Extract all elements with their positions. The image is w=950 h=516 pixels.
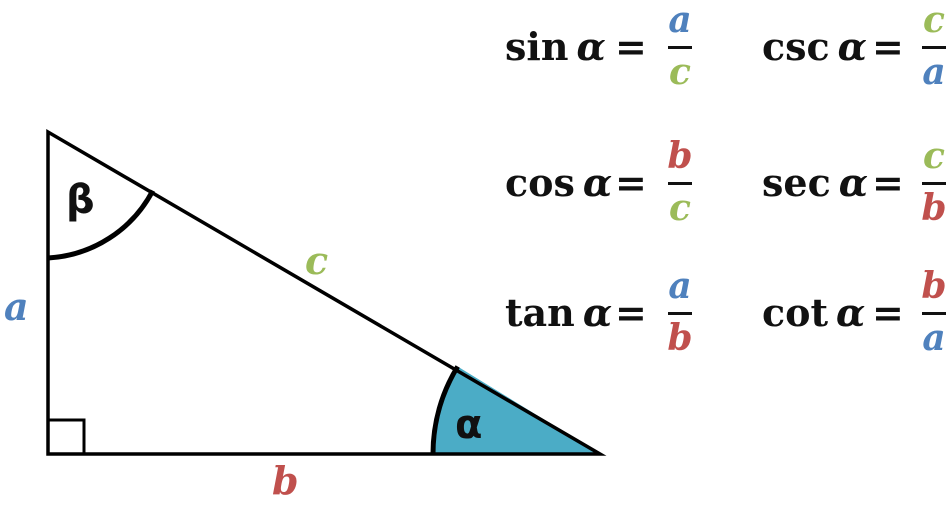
side-b-label: b <box>272 458 299 503</box>
function-name: sin <box>505 24 569 69</box>
alpha-angle-arc <box>430 365 460 455</box>
numerator: a <box>668 0 692 41</box>
equals-sign: = <box>872 290 904 335</box>
equals-sign: = <box>872 160 904 205</box>
side-c-label: c <box>305 238 329 283</box>
denominator: c <box>669 51 691 93</box>
side-a-label: a <box>4 284 29 329</box>
fraction-bar <box>668 182 692 185</box>
function-name: cot <box>762 290 829 335</box>
angle-beta-label: β <box>66 177 95 223</box>
numerator: c <box>923 135 945 177</box>
equals-sign: = <box>615 290 647 335</box>
right-angle-marker <box>48 418 86 454</box>
fraction-bar <box>922 46 946 49</box>
equals-sign: = <box>615 160 647 205</box>
angle-alpha-label: α <box>455 402 483 448</box>
denominator: a <box>922 317 946 359</box>
function-name: sec <box>762 160 831 205</box>
denominator: b <box>667 317 693 359</box>
equals-sign: = <box>872 24 904 69</box>
alpha-angle-fill <box>433 366 600 454</box>
angle-symbol: α <box>837 24 867 69</box>
fraction-bar <box>668 312 692 315</box>
angle-symbol: α <box>838 160 868 205</box>
beta-angle-arc <box>47 189 156 261</box>
numerator: b <box>667 135 693 177</box>
function-name: cos <box>505 160 575 205</box>
fraction-bar <box>922 312 946 315</box>
denominator: b <box>921 187 947 229</box>
numerator: c <box>923 0 945 41</box>
angle-symbol: α <box>582 160 613 205</box>
denominator: a <box>922 51 946 93</box>
equals-sign: = <box>615 24 647 69</box>
angle-symbol: α <box>836 290 866 335</box>
numerator: b <box>921 265 947 307</box>
angle-symbol: α <box>576 24 606 69</box>
function-name: csc <box>762 24 830 69</box>
beta-angle-fill <box>48 132 153 258</box>
function-name: tan <box>505 290 575 335</box>
triangle <box>46 128 607 456</box>
fraction-bar <box>668 46 692 49</box>
fraction-bar <box>922 182 946 185</box>
denominator: c <box>669 187 691 229</box>
angle-symbol: α <box>582 290 613 335</box>
numerator: a <box>668 265 692 307</box>
